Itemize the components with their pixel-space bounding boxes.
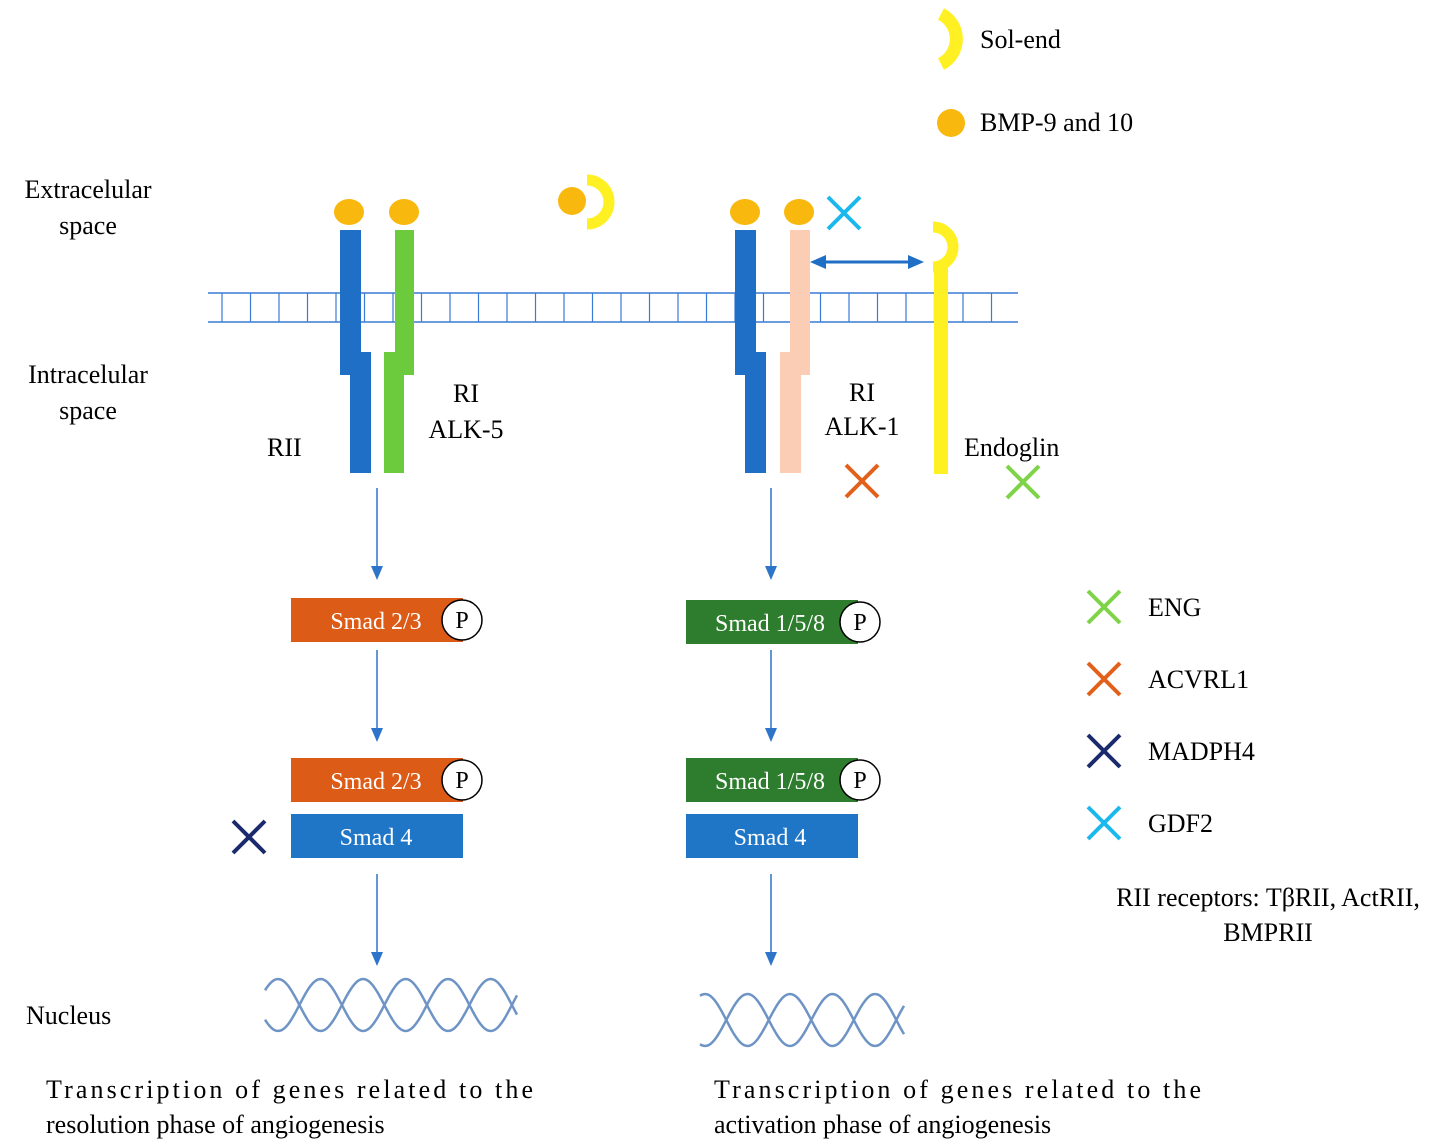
phosphate-icon (441, 599, 483, 641)
mutation-cross-icon (1086, 733, 1122, 769)
smad158-label: Smad 1/5/8 (715, 769, 825, 795)
phosphate-icon (839, 601, 881, 643)
alk5-label-line2: ALK-5 (428, 415, 503, 444)
rii-receptor-left (340, 230, 371, 473)
alk1-label-line1: RI (849, 378, 875, 407)
phosphate-label: P (455, 608, 468, 634)
smad23-phospho-box-2: Smad 2/3 P (291, 758, 483, 802)
sol-end-crescent-icon (586, 174, 615, 230)
phosphate-label: P (455, 768, 468, 794)
endoglin-receptor (934, 266, 948, 474)
bmp-ligand-icon (389, 199, 419, 225)
madph4-mutation-cross-icon (231, 819, 267, 855)
gene-legend-item: GDF2 (1086, 805, 1213, 841)
right-receptor-complex (730, 199, 959, 474)
gene-legend-label: GDF2 (1148, 809, 1213, 838)
phosphate-label: P (853, 768, 866, 794)
gene-legend-item: MADPH4 (1086, 733, 1255, 769)
gene-legend-item: ACVRL1 (1086, 661, 1249, 697)
smad4-box-left: Smad 4 (291, 814, 463, 858)
rii-receptors-note-line1: RII receptors: TβRII, ActRII, (1116, 883, 1420, 912)
cell-membrane (208, 292, 1018, 323)
dna-helix-icon (263, 977, 519, 1033)
smad4-box-right: Smad 4 (686, 814, 858, 858)
bmp-ligand-dot-icon (937, 109, 965, 137)
bmp-ligand-icon (334, 199, 364, 225)
smad23-label: Smad 2/3 (330, 609, 421, 635)
bmp-ligand-icon (558, 187, 586, 215)
right-outcome-line1: Transcription of genes related to the (714, 1075, 1201, 1104)
legend-sol-end-label: Sol-end (980, 25, 1061, 54)
extracellular-label-line2: space (59, 211, 117, 240)
rii-receptors-note-line2: BMPRII (1223, 918, 1313, 947)
rii-receptor-right (735, 230, 766, 473)
gene-legend-label: MADPH4 (1148, 737, 1255, 766)
alk1-label-line2: ALK-1 (824, 412, 899, 441)
acvrl1-mutation-cross-icon (844, 463, 880, 499)
mutation-cross-icon (1086, 661, 1122, 697)
phosphate-icon (839, 759, 881, 801)
alk5-receptor (384, 230, 414, 473)
signaling-arrows (371, 488, 777, 966)
endoglin-label: Endoglin (964, 433, 1059, 462)
smad158-phospho-box-1: Smad 1/5/8 P (686, 600, 881, 644)
gdf2-mutation-cross-icon (826, 195, 862, 231)
smad23-label: Smad 2/3 (330, 769, 421, 795)
endoglin-crescent-icon (932, 221, 959, 273)
gene-legend-label: ENG (1148, 593, 1201, 622)
gene-legend-item: ENG (1086, 589, 1201, 625)
left-outcome-line1: Transcription of genes related to the (46, 1075, 533, 1104)
double-arrow-icon (810, 255, 924, 269)
mutation-cross-icon (1086, 805, 1122, 841)
dna-helix-icon (699, 992, 906, 1048)
legend-bmp-label: BMP-9 and 10 (980, 108, 1133, 137)
phosphate-icon (441, 759, 483, 801)
nucleus-label: Nucleus (26, 1001, 111, 1030)
smad158-phospho-box-2: Smad 1/5/8 P (686, 758, 881, 802)
left-outcome-line2: resolution phase of angiogenesis (46, 1110, 385, 1139)
intracellular-label-line2: space (59, 396, 117, 425)
smad4-label: Smad 4 (340, 825, 413, 851)
intracellular-label-line1: Intracelular (28, 360, 148, 389)
right-outcome-line2: activation phase of angiogenesis (714, 1110, 1051, 1139)
left-receptor-complex (334, 199, 419, 473)
rii-label: RII (267, 433, 302, 462)
mutation-cross-icon (1086, 589, 1122, 625)
smad4-label: Smad 4 (734, 825, 807, 851)
phosphate-label: P (853, 610, 866, 636)
sol-end-crescent-icon (937, 8, 963, 70)
bmp-ligand-icon (784, 199, 814, 225)
smad23-phospho-box-1: Smad 2/3 P (291, 598, 483, 642)
bmp-ligand-icon (730, 199, 760, 225)
extracellular-label-line1: Extracelular (24, 175, 151, 204)
alk5-label-line1: RI (453, 379, 479, 408)
gene-legend-label: ACVRL1 (1148, 665, 1249, 694)
eng-mutation-cross-icon (1005, 464, 1041, 500)
soluble-endoglin-bmp-complex (558, 174, 615, 230)
smad158-label: Smad 1/5/8 (715, 611, 825, 637)
alk1-receptor (780, 230, 810, 473)
